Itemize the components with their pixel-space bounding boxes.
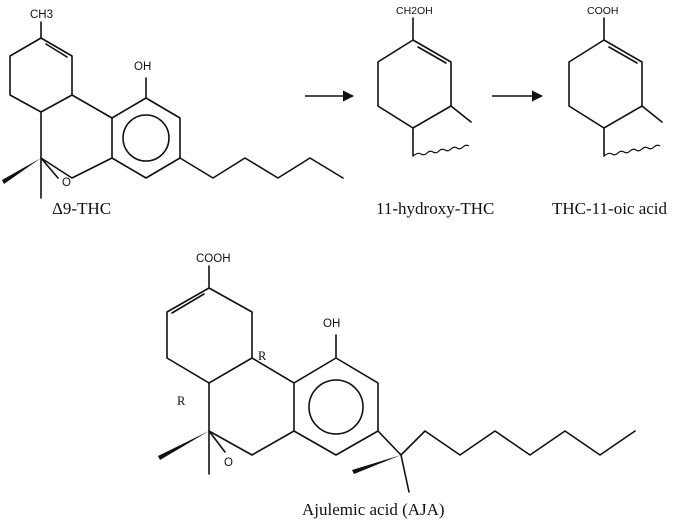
hydroxy-thc-caption: 11-hydroxy-THC (376, 199, 494, 218)
aja-cooh-label: COOH (196, 253, 231, 265)
thc-o-label: O (62, 177, 71, 189)
oic-acid-structure: COOH THC-11-oic acid (552, 5, 668, 218)
oic-acid-cooh-label: COOH (587, 5, 619, 17)
aja-o-label: O (224, 457, 233, 469)
hydroxy-group-label: CH2OH (396, 5, 433, 17)
oic-acid-caption: THC-11-oic acid (552, 199, 668, 218)
thc-oh-label: OH (134, 61, 151, 73)
hydroxy-thc-structure: CH2OH 11-hydroxy-THC (376, 5, 494, 218)
aja-stereo-top: R (258, 349, 267, 363)
aja-oh-label: OH (323, 318, 340, 330)
thc-caption: Δ9-THC (52, 199, 111, 218)
aja-caption: Ajulemic acid (AJA) (302, 500, 445, 519)
aja-stereo-bottom: R (177, 394, 186, 408)
aja-structure: COOH OH R R O Ajulemic acid (AJA) (158, 253, 636, 519)
thc-ch3-label: CH3 (30, 9, 53, 21)
thc-structure: CH3 OH O Δ9-THC (2, 9, 344, 218)
